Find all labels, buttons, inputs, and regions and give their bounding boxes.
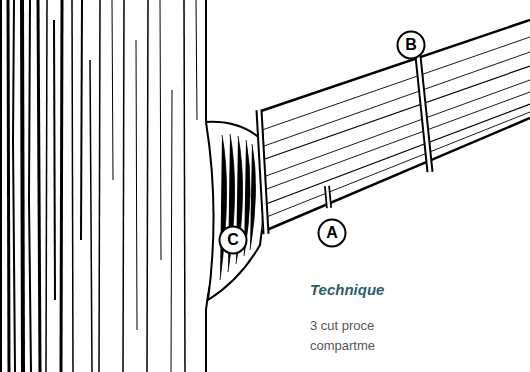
body-text: compartme	[310, 338, 375, 353]
saw-cuts	[259, 56, 430, 234]
branch-collar	[206, 122, 265, 300]
branch	[258, 20, 530, 232]
callout-letter: A	[317, 218, 347, 248]
callout-circle: B	[396, 30, 426, 60]
trunk-bark	[0, 0, 214, 372]
collar-shading	[220, 134, 256, 280]
callout-circle: C	[218, 225, 248, 255]
callout-letter: C	[218, 225, 248, 255]
callout-circle: A	[317, 218, 347, 248]
callout-letter: B	[396, 30, 426, 60]
body-text: 3 cut proce	[310, 318, 374, 333]
section-heading: Technique	[310, 281, 384, 298]
